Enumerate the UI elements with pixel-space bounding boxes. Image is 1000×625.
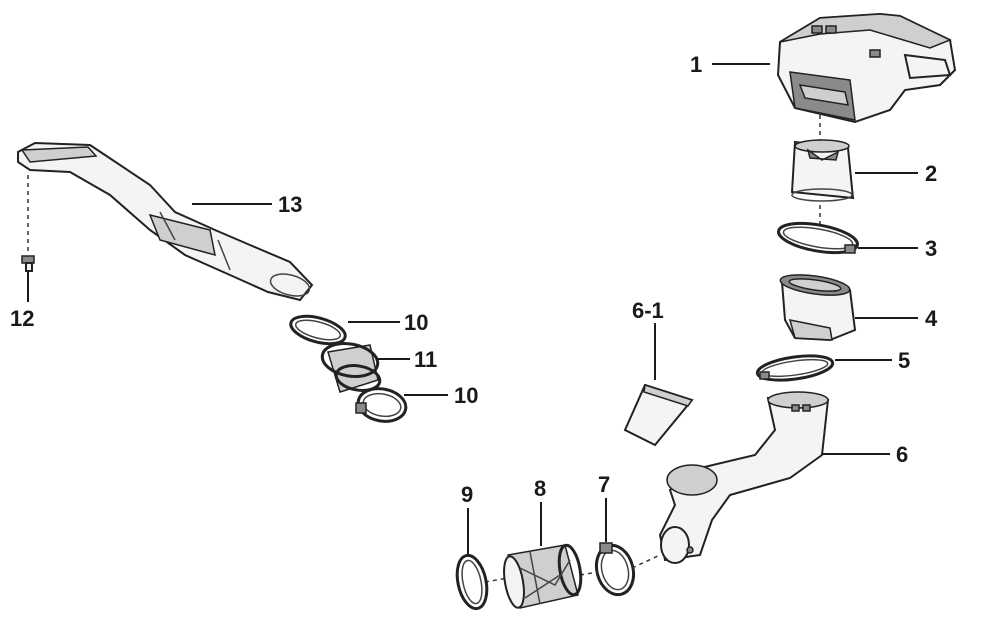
callout-5: 5	[898, 348, 910, 373]
part-11-hose-clamp	[320, 342, 382, 393]
part-3-clamp	[777, 221, 859, 255]
callout-10-lower: 10	[454, 383, 478, 408]
callout-3: 3	[925, 236, 937, 261]
assembly-line-8-7	[579, 571, 599, 576]
callout-7: 7	[598, 472, 610, 497]
part-4-adapter	[779, 274, 857, 342]
callout-6: 6	[896, 442, 908, 467]
part-10-gasket-upper	[289, 314, 347, 346]
part-8-coupler	[503, 543, 583, 609]
part-9-ring	[455, 553, 489, 611]
callout-6-1: 6-1	[632, 298, 664, 323]
callout-1: 1	[690, 52, 702, 77]
part-2-sleeve	[790, 139, 855, 202]
callout-12: 12	[10, 306, 34, 331]
part-6-elbow-duct	[658, 391, 830, 564]
part-1-air-box	[776, 12, 957, 124]
part-5-clamp	[755, 354, 835, 382]
callout-2: 2	[925, 161, 937, 186]
part-13-intake-duct	[17, 141, 314, 302]
part-7-clamp	[594, 542, 636, 597]
part-12-bolt	[21, 255, 35, 272]
callout-13: 13	[278, 192, 302, 217]
callout-8: 8	[534, 476, 546, 501]
assembly-line-7-6	[631, 554, 661, 569]
part-6-1-pad	[623, 383, 694, 447]
callout-10-upper: 10	[404, 310, 428, 335]
callout-4: 4	[925, 306, 938, 331]
callout-11: 11	[414, 347, 437, 372]
callout-9: 9	[461, 482, 473, 507]
part-10-clamp-lower	[355, 387, 408, 423]
